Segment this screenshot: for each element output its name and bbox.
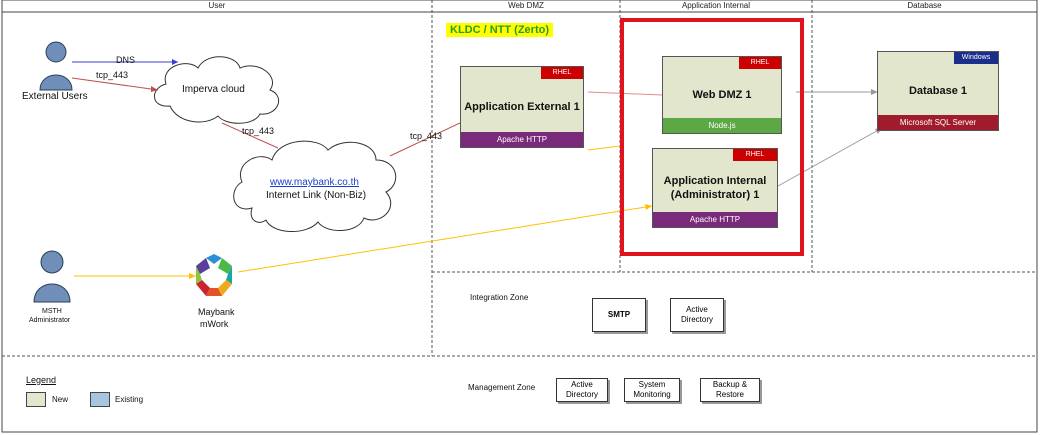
management-zone-title: Management Zone	[468, 383, 536, 392]
imperva-to-internet-link	[221, 122, 279, 149]
server-name: Application External 1	[464, 101, 580, 113]
mgmt-item-line1: System	[638, 380, 666, 389]
external-users-icon	[39, 41, 73, 91]
integration-zone-title: Integration Zone	[470, 293, 529, 302]
software-strip: Apache HTTP	[461, 132, 583, 147]
admin-label-line1: MSTH	[42, 308, 62, 315]
header-app-internal: Application Internal	[681, 1, 751, 10]
server-name: Web DMZ 1	[692, 89, 752, 101]
software-strip: Microsoft SQL Server	[878, 115, 998, 130]
mwork-label-line1: Maybank	[198, 307, 235, 317]
dns-label: DNS	[116, 55, 136, 65]
server-name-line2: (Administrator) 1	[670, 189, 760, 201]
mgmt-item-line2: Monitoring	[633, 390, 671, 399]
internet-link-url[interactable]: www.maybank.co.th	[270, 177, 359, 188]
mgmt-item-line1: Active	[571, 380, 593, 389]
internet-link-cloud-shape	[233, 140, 397, 233]
external-users-label: External Users	[22, 91, 88, 102]
imperva-cloud-label: Imperva cloud	[182, 84, 245, 95]
mgmt-item-line2: Restore	[715, 390, 744, 399]
legend-title: Legend	[26, 375, 57, 385]
users-imperva-arrowhead	[151, 86, 158, 92]
header-user: User	[208, 1, 226, 10]
tcp443-label-a: tcp_443	[96, 70, 129, 80]
app-external-yellow-stub	[587, 145, 621, 151]
appinternal-to-database-link	[777, 127, 883, 187]
legend-existing-swatch	[90, 392, 110, 407]
legend-new-swatch	[26, 392, 46, 407]
smtp-label: SMTP	[607, 310, 631, 319]
mgmt-item-line2: Directory	[565, 390, 598, 399]
server-app-external[interactable]: RHEL Application External 1 Apache HTTP	[460, 66, 584, 148]
tcp443-label-b: tcp_443	[242, 126, 275, 136]
app-external-to-webdmz-link	[587, 91, 663, 96]
admin-label-line2: Administrator	[29, 317, 71, 324]
header-web-dmz: Web DMZ	[508, 1, 544, 10]
mwork-appint-arrowhead	[645, 204, 652, 210]
tcp443-label-c: tcp_443	[410, 131, 443, 141]
mwork-label-line2: mWork	[200, 319, 229, 329]
admin-mwork-arrowhead	[189, 273, 196, 279]
dns-arrowhead	[172, 59, 178, 65]
os-badge: RHEL	[733, 149, 777, 161]
software-strip: Node.js	[663, 118, 781, 133]
software-strip: Apache HTTP	[653, 212, 777, 227]
mgmt-active-directory-box[interactable]: Active Directory	[556, 378, 608, 402]
server-database[interactable]: Windows Database 1 Microsoft SQL Server	[877, 51, 999, 131]
server-name: Database 1	[908, 85, 968, 97]
os-badge: Windows	[954, 52, 998, 64]
webdmz-db-arrowhead	[871, 89, 878, 95]
server-app-internal[interactable]: RHEL Application Internal (Administrator…	[652, 148, 778, 228]
site-label: KLDC / NTT (Zerto)	[446, 23, 553, 37]
server-name-line1: Application Internal	[663, 175, 767, 187]
maybank-mwork-logo-icon	[196, 254, 232, 296]
os-badge: RHEL	[541, 67, 583, 79]
smtp-box[interactable]: SMTP	[592, 298, 646, 332]
ad-label-line2: Directory	[680, 315, 713, 324]
legend-existing-label: Existing	[115, 395, 144, 404]
admin-user-icon	[33, 250, 71, 303]
internet-link-label: Internet Link (Non-Biz)	[266, 190, 367, 201]
users-to-imperva-link	[71, 77, 159, 91]
os-badge: RHEL	[739, 57, 781, 69]
mgmt-item-line1: Backup &	[712, 380, 748, 389]
mgmt-system-monitoring-box[interactable]: System Monitoring	[624, 378, 680, 402]
highlight-frame	[620, 18, 804, 256]
header-database: Database	[907, 1, 942, 10]
imperva-cloud-shape	[154, 56, 280, 124]
server-web-dmz[interactable]: RHEL Web DMZ 1 Node.js	[662, 56, 782, 134]
legend-new-label: New	[52, 395, 69, 404]
mgmt-backup-restore-box[interactable]: Backup & Restore	[700, 378, 760, 402]
ad-label-line1: Active	[686, 305, 708, 314]
mwork-to-appinternal-link	[237, 205, 653, 273]
integration-active-directory-box[interactable]: Active Directory	[670, 298, 724, 332]
internet-to-app-external-link	[389, 121, 463, 157]
